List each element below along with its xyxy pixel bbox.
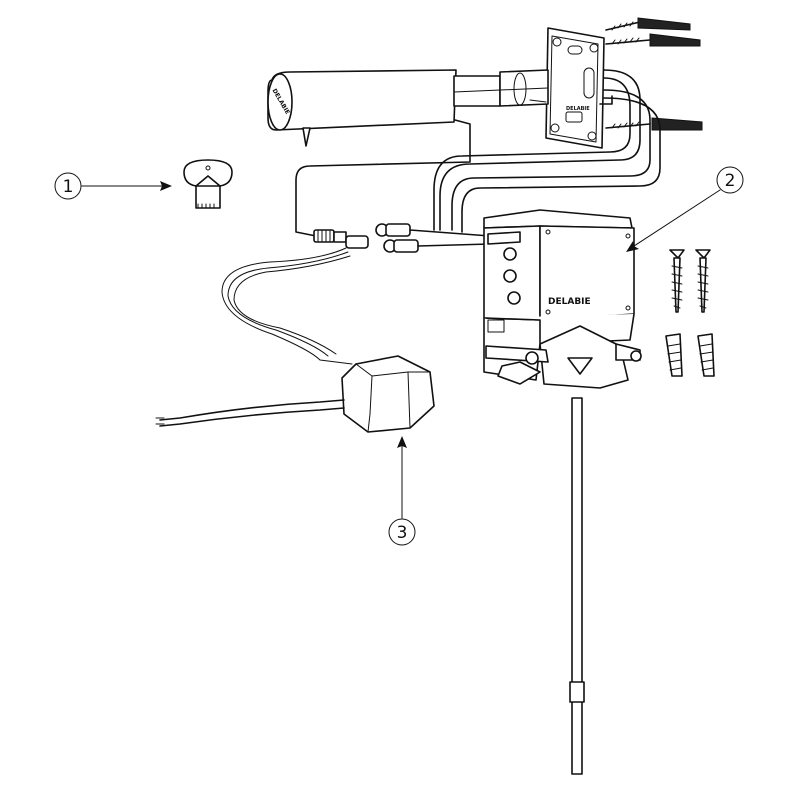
- callout-2-circle: [716, 166, 744, 194]
- connection-hoses: [433, 69, 661, 233]
- callout-3-circle: [388, 518, 416, 546]
- power-cable-coil: [221, 247, 353, 365]
- top-screws: [605, 17, 703, 131]
- key-icon: [183, 159, 233, 209]
- screw-icon: [669, 249, 711, 313]
- callout-1-circle: [54, 172, 82, 200]
- sensor-spout-icon: DELABIE: [267, 69, 549, 147]
- callout-1-number: 1: [63, 177, 74, 197]
- callout-2: 2: [626, 166, 744, 252]
- callout-3: 3: [388, 436, 416, 546]
- cable-connectors: [345, 223, 491, 253]
- callout-3-number: 3: [397, 523, 408, 543]
- plate-brand-label: DELABIE: [566, 106, 590, 112]
- electronics-box-icon: DELABIE: [483, 209, 642, 389]
- extension-tube: [569, 397, 585, 775]
- callout-1: 1: [54, 172, 172, 200]
- wall-mounting-plate: DELABIE: [545, 27, 605, 149]
- power-supply-icon: [155, 355, 435, 433]
- sensor-cable: [295, 119, 471, 243]
- wall-plug-icon: [665, 333, 715, 377]
- box-brand-label: DELABIE: [548, 297, 591, 307]
- callout-2-number: 2: [725, 171, 736, 191]
